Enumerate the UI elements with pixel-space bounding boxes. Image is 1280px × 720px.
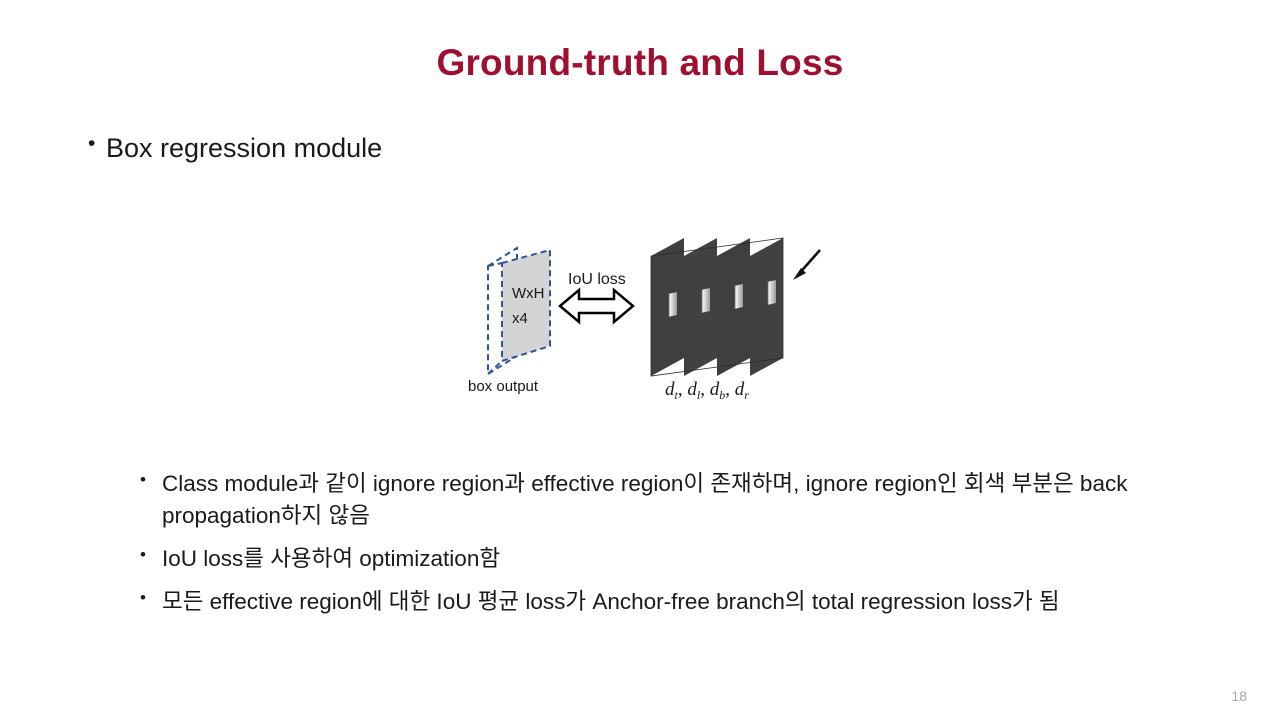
list-item: • Class module과 같이 ignore region과 effect… (140, 468, 1200, 532)
feature-map-cell-3 (734, 284, 743, 309)
pointer-arrow-icon (793, 249, 821, 280)
list-item-label: 모든 effective region에 대한 IoU 평균 loss가 Anc… (162, 588, 1060, 614)
feature-map-slab-3 (717, 238, 750, 376)
list-item: • IoU loss를 사용하여 optimization함 (140, 543, 1200, 575)
feature-map-cell-4 (767, 280, 776, 305)
svg-text:dt, dl, db,: dt, dl, db, dr (665, 379, 749, 402)
feature-map-slab-2 (684, 238, 717, 376)
bullet-glyph: • (140, 470, 146, 489)
page-number: 18 (1231, 688, 1247, 704)
box-regression-diagram: WxH x4 box output IoU loss (455, 228, 845, 408)
box-output-slab (487, 246, 551, 376)
list-item-label: IoU loss를 사용하여 optimization함 (162, 545, 501, 571)
bullet-glyph: • (140, 544, 146, 564)
box-output-edge-bottom (487, 360, 503, 375)
sub-bullet-list: • Class module과 같이 ignore region과 effect… (140, 468, 1200, 629)
bullet-box-regression-module: • Box regression module (88, 130, 382, 166)
list-item-label: Class module과 같이 ignore region과 effectiv… (162, 471, 1128, 528)
feature-map-cell-2 (701, 288, 710, 313)
page-title: Ground-truth and Loss (436, 42, 844, 83)
box-output-dimension-label-1: WxH (512, 285, 545, 302)
bullet-label: Box regression module (106, 133, 383, 163)
box-output-dimension-label-2: x4 (512, 310, 528, 327)
box-output-caption: box output (468, 378, 539, 395)
box-output-front-face (501, 248, 551, 363)
list-item: • 모든 effective region에 대한 IoU 평균 loss가 A… (140, 586, 1200, 618)
iou-loss-label: IoU loss (568, 271, 626, 288)
feature-map-slab-4 (750, 238, 783, 376)
feature-map-outline (650, 237, 784, 377)
iou-loss-double-arrow-icon (558, 287, 635, 325)
box-output-edge-top (487, 262, 503, 267)
distance-vector-caption: dt, dl, db, dr (665, 379, 749, 402)
feature-map-slab-1 (651, 238, 684, 376)
bullet-glyph: • (88, 132, 96, 155)
feature-map-cell-1 (668, 292, 677, 317)
feature-map-stack (650, 237, 784, 377)
bullet-glyph: • (140, 587, 146, 607)
